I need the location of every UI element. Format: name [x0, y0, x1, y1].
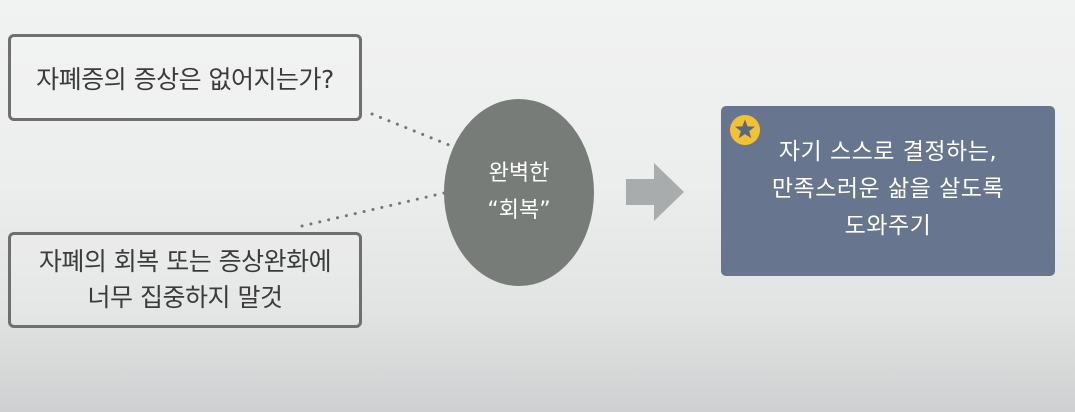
- goal-line-3: 도와주기: [844, 212, 932, 239]
- caution-text: 자폐의 회복 또는 증상완화에 너무 집중하지 말것: [38, 244, 332, 317]
- question-box: 자폐증의 증상은 없어지는가?: [8, 34, 362, 121]
- goal-line-2: 만족스러운 삶을 살도록: [771, 175, 1005, 202]
- caution-line-1: 자폐의 회복 또는 증상완화에: [38, 246, 332, 276]
- perfect-recovery-ellipse: 완벽한 “회복”: [444, 99, 594, 286]
- connector-bottom: [300, 191, 446, 228]
- caution-box: 자폐의 회복 또는 증상완화에 너무 집중하지 말것: [8, 232, 362, 328]
- star-icon: [730, 115, 760, 145]
- right-arrow-icon: [626, 163, 684, 221]
- question-text: 자폐증의 증상은 없어지는가?: [36, 64, 334, 94]
- ellipse-line-1: 완벽한: [488, 161, 550, 187]
- connector-top: [370, 112, 456, 149]
- goal-box: 자기 스스로 결정하는, 만족스러운 삶을 살도록 도와주기: [721, 106, 1055, 276]
- caution-line-2: 너무 집중하지 말것: [87, 283, 283, 312]
- goal-line-1: 자기 스스로 결정하는,: [778, 139, 998, 165]
- ellipse-line-2: “회복”: [487, 197, 551, 223]
